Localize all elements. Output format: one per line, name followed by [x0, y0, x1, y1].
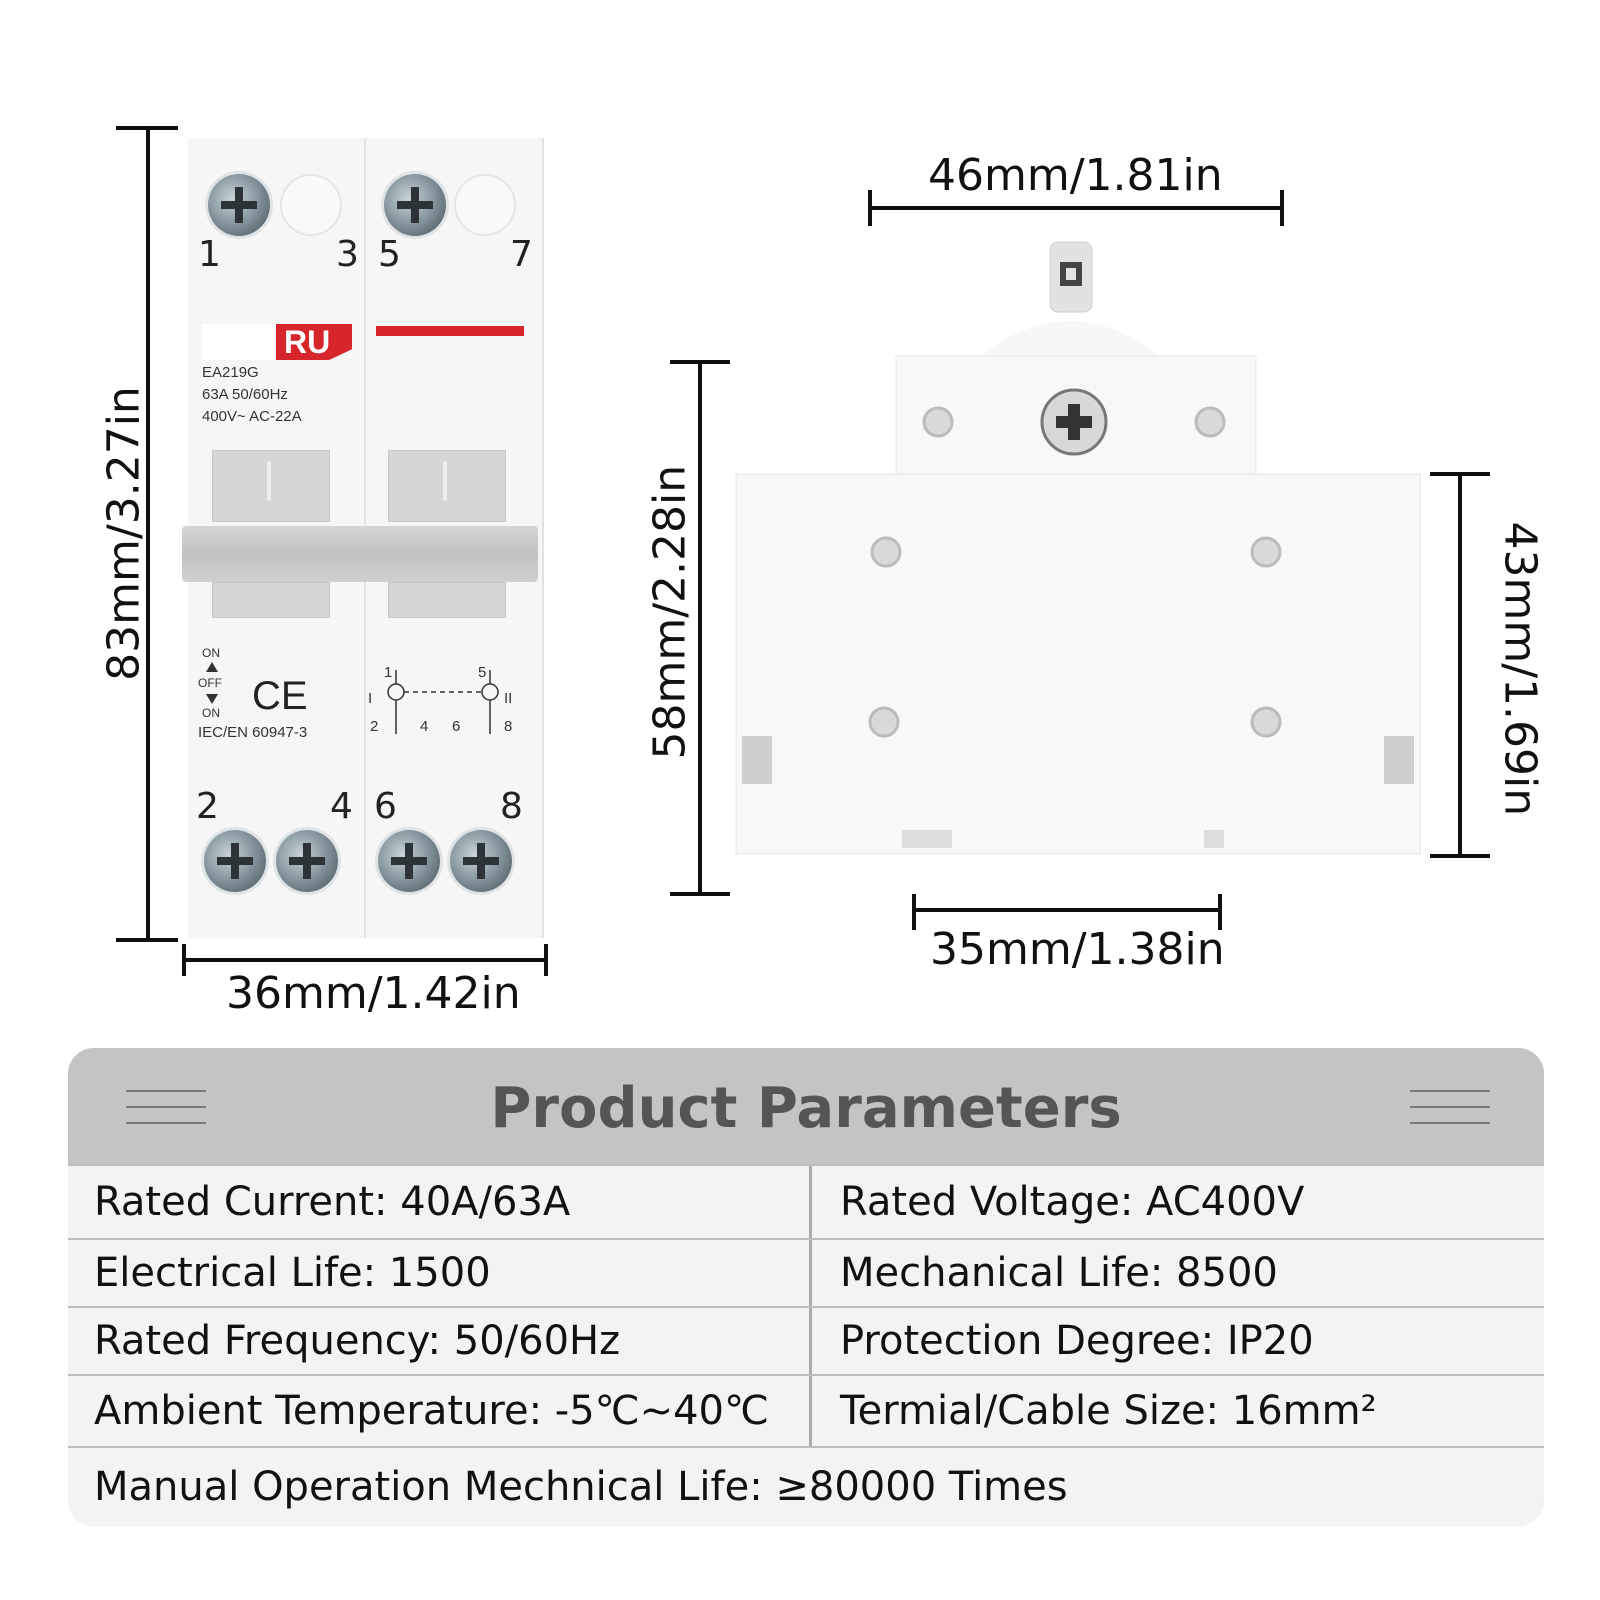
- arrow-up-icon: [206, 662, 218, 672]
- model-label: EA219G: [202, 364, 259, 381]
- table-row: Electrical Life: 1500 Mechanical Life: 8…: [68, 1240, 1544, 1306]
- parameter-cell: Ambient Temperature: -5℃~40℃: [68, 1376, 812, 1446]
- diagram-label-I: I: [368, 690, 373, 707]
- side-right-height-label: 43mm/1.69in: [1494, 521, 1546, 817]
- breaker-side-view: [735, 241, 1421, 855]
- front-height-dimension-line: [116, 126, 178, 942]
- terminal-label-8: 8: [500, 786, 523, 827]
- parameter-cell: Termial/Cable Size: 16mm²: [840, 1388, 1377, 1434]
- parameter-cell-full: Manual Operation Mechnical Life: ≥80000 …: [94, 1464, 1068, 1510]
- parameter-cell: Mechanical Life: 8500: [840, 1250, 1278, 1296]
- terminal-screw-2: [204, 830, 266, 892]
- brand-logo: RU: [202, 324, 352, 360]
- terminal-label-2: 2: [196, 786, 219, 827]
- diagram-label-2: 2: [370, 718, 379, 735]
- arrow-down-icon: [206, 694, 218, 704]
- terminal-screw-5: [384, 174, 446, 236]
- diagram-label-1: 1: [384, 664, 393, 681]
- indicator-window-top-left: [212, 450, 330, 522]
- indicator-window-top-right: [388, 450, 506, 522]
- header-decoration-left: [126, 1090, 206, 1138]
- front-width-dimension-line: [182, 944, 548, 976]
- indicator-window-bottom-right: [388, 582, 506, 618]
- switch-handle[interactable]: [182, 526, 538, 582]
- terminal-hole-3: [280, 174, 342, 236]
- side-height-label: 58mm/2.28in: [644, 464, 696, 760]
- breaker-front-view: 1 3 5 7 RU EA219G 63A 50/60Hz 400V~ AC-2…: [182, 138, 544, 938]
- parameter-cell: Rated Current: 40A/63A: [68, 1166, 812, 1238]
- front-width-label: 36mm/1.42in: [226, 968, 521, 1019]
- product-parameters-table: Product Parameters Rated Current: 40A/63…: [68, 1048, 1544, 1526]
- rail-width-label: 35mm/1.38in: [930, 924, 1225, 975]
- indicator-window-bottom-left: [212, 582, 330, 618]
- parameter-cell: Rated Frequency: 50/60Hz: [68, 1308, 812, 1374]
- side-top-width-label: 46mm/1.81in: [928, 150, 1223, 201]
- brand-red-stripe: [376, 326, 524, 336]
- rating-line-1: 63A 50/60Hz: [202, 386, 288, 403]
- rating-line-2: 400V~ AC-22A: [202, 408, 302, 425]
- front-height-label: 83mm/3.27in: [98, 386, 150, 681]
- terminal-label-4: 4: [330, 786, 353, 827]
- diagram-label-8: 8: [504, 718, 513, 735]
- terminal-screw-1: [208, 174, 270, 236]
- switch-on-bottom-label: ON: [202, 706, 220, 720]
- side-top-width-dimension-line: [868, 190, 1284, 226]
- table-row: Ambient Temperature: -5℃~40℃ Termial/Cab…: [68, 1376, 1544, 1446]
- terminal-hole-7: [454, 174, 516, 236]
- terminal-label-6: 6: [374, 786, 397, 827]
- parameter-cell: Rated Voltage: AC400V: [840, 1179, 1305, 1225]
- terminal-screw-8: [450, 830, 512, 892]
- terminal-screw-4: [276, 830, 338, 892]
- header-decoration-right: [1410, 1090, 1490, 1138]
- terminal-label-3: 3: [336, 234, 359, 275]
- table-row: Rated Frequency: 50/60Hz Protection Degr…: [68, 1308, 1544, 1374]
- ce-mark: CE: [252, 674, 308, 718]
- switch-on-top-label: ON: [202, 646, 220, 660]
- side-height-dimension-line: [670, 360, 730, 896]
- switch-off-label: OFF: [198, 676, 222, 690]
- circuit-diagram: [387, 670, 499, 734]
- table-row: Rated Current: 40A/63A Rated Voltage: AC…: [68, 1166, 1544, 1238]
- terminal-label-1: 1: [198, 234, 221, 275]
- diagram-label-6: 6: [452, 718, 461, 735]
- parameters-header: Product Parameters: [68, 1048, 1544, 1164]
- diagram-label-II: II: [504, 690, 513, 707]
- terminal-screw-6: [378, 830, 440, 892]
- diagram-label-5: 5: [478, 664, 487, 681]
- terminal-label-5: 5: [378, 234, 401, 275]
- parameter-cell: Protection Degree: IP20: [840, 1318, 1314, 1364]
- parameter-cell: Electrical Life: 1500: [68, 1240, 812, 1306]
- diagram-label-4: 4: [420, 718, 429, 735]
- rail-width-dimension-line: [912, 894, 1222, 930]
- parameters-title: Product Parameters: [490, 1076, 1122, 1141]
- standard-label: IEC/EN 60947-3: [198, 724, 308, 741]
- side-right-height-dimension-line: [1430, 472, 1490, 858]
- terminal-label-7: 7: [510, 234, 533, 275]
- table-row: Manual Operation Mechnical Life: ≥80000 …: [68, 1448, 1544, 1526]
